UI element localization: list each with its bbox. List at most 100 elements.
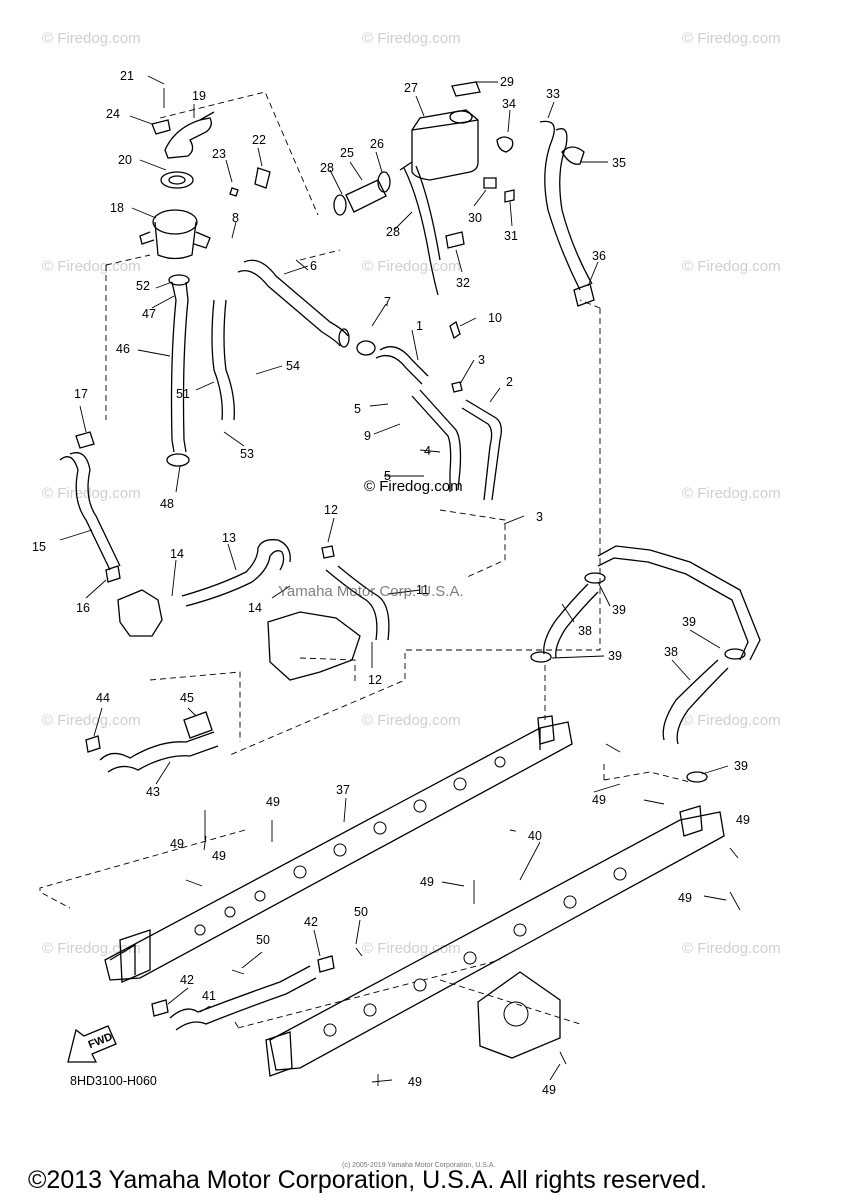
center-watermark: © Firedog.com	[364, 478, 463, 495]
footer-copyright: ©2013 Yamaha Motor Corporation, U.S.A. A…	[28, 1166, 707, 1194]
callout: 38	[578, 624, 592, 638]
callout: 49	[542, 1083, 556, 1097]
callout: 47	[142, 307, 156, 321]
callout: 35	[612, 156, 626, 170]
callout: 39	[682, 615, 696, 629]
watermark: © Firedog.com	[362, 712, 461, 729]
water-pump-assembly	[117, 539, 390, 681]
callout: 26	[370, 137, 384, 151]
heat-exchanger-40	[265, 805, 725, 1077]
callout: 24	[106, 107, 120, 121]
callout: 49	[736, 813, 750, 827]
callout: 3	[536, 510, 543, 524]
fwd-arrow-icon	[67, 1025, 117, 1063]
callout: 28	[386, 225, 400, 239]
callout: 51	[176, 387, 190, 401]
callout: 39	[734, 759, 748, 773]
callout: 49	[408, 1075, 422, 1089]
callout: 22	[252, 133, 266, 147]
callout: 6	[310, 259, 317, 273]
callout: 50	[354, 905, 368, 919]
callout: 44	[96, 691, 110, 705]
watermark: © Firedog.com	[682, 940, 781, 957]
watermark: © Firedog.com	[42, 30, 141, 47]
callout: 15	[32, 540, 46, 554]
callout: 31	[504, 229, 518, 243]
callout: 27	[404, 81, 418, 95]
callout: 3	[478, 353, 485, 367]
callout: 36	[592, 249, 606, 263]
watermark: © Firedog.com	[42, 485, 141, 502]
leader-lines	[59, 75, 729, 1083]
watermark: © Firedog.com	[682, 258, 781, 275]
callout: 28	[320, 161, 334, 175]
hose-43	[85, 711, 219, 773]
hose-set-left	[59, 274, 235, 583]
watermark: © Firedog.com	[362, 940, 461, 957]
callout: 30	[468, 211, 482, 225]
callout: 42	[180, 973, 194, 987]
callout: 32	[456, 276, 470, 290]
callout: 48	[160, 497, 174, 511]
callout: 49	[170, 837, 184, 851]
callout: 18	[110, 201, 124, 215]
callout: 19	[192, 89, 206, 103]
callout: 9	[364, 429, 371, 443]
callout: 37	[336, 783, 350, 797]
watermark: © Firedog.com	[682, 30, 781, 47]
callout: 12	[368, 673, 382, 687]
callout: 41	[202, 989, 216, 1003]
heat-exchanger-37	[104, 715, 573, 983]
callout: 23	[212, 147, 226, 161]
callout: 25	[340, 146, 354, 160]
callout: 52	[136, 279, 150, 293]
callout: 20	[118, 153, 132, 167]
callout: 46	[116, 342, 130, 356]
callout: 45	[180, 691, 194, 705]
hose-set-upper	[237, 259, 502, 501]
callout: 1	[416, 319, 423, 333]
callout: 38	[664, 645, 678, 659]
callout: 10	[488, 311, 502, 325]
callout: 13	[222, 531, 236, 545]
callout: 34	[502, 97, 516, 111]
hose-set-right	[530, 545, 761, 783]
coolant-reservoir-assembly	[333, 81, 595, 307]
mounting-plate	[439, 971, 581, 1059]
callout: 11	[416, 583, 429, 597]
watermark: © Firedog.com	[42, 712, 141, 729]
thermostat-housing-assembly	[139, 88, 271, 260]
watermark: © Firedog.com	[42, 940, 141, 957]
callout: 50	[256, 933, 270, 947]
watermark: © Firedog.com	[682, 712, 781, 729]
callout: 49	[420, 875, 434, 889]
callout: 49	[212, 849, 226, 863]
callout: 49	[266, 795, 280, 809]
callout: 2	[506, 375, 513, 389]
callout: 29	[500, 75, 514, 89]
callout: 8	[232, 211, 239, 225]
callout: 5	[354, 402, 361, 416]
callout: 14	[248, 601, 262, 615]
callout: 49	[592, 793, 606, 807]
callout: 33	[546, 87, 560, 101]
callout: 4	[424, 444, 431, 458]
callout: 17	[74, 387, 88, 401]
watermark: © Firedog.com	[362, 258, 461, 275]
center-copyright: Yamaha Motor Corp. U.S.A.	[278, 583, 464, 600]
tiny-copyright-note: (c) 2005-2019 Yamaha Motor Corporation, …	[342, 1162, 496, 1169]
callout: 7	[384, 295, 391, 309]
callout: 54	[286, 359, 300, 373]
callout-labels: 1 2 3 3 4 5 5 6 7 8 9 10 11 12 12 13 14 …	[32, 69, 750, 1097]
rivets-49	[185, 743, 741, 1086]
callout: 43	[146, 785, 160, 799]
callout: 40	[528, 829, 542, 843]
callout: 42	[304, 915, 318, 929]
watermark: © Firedog.com	[362, 30, 461, 47]
watermark: © Firedog.com	[42, 258, 141, 275]
callout: 49	[678, 891, 692, 905]
watermark: © Firedog.com	[682, 485, 781, 502]
callout: 53	[240, 447, 254, 461]
callout: 12	[324, 503, 338, 517]
